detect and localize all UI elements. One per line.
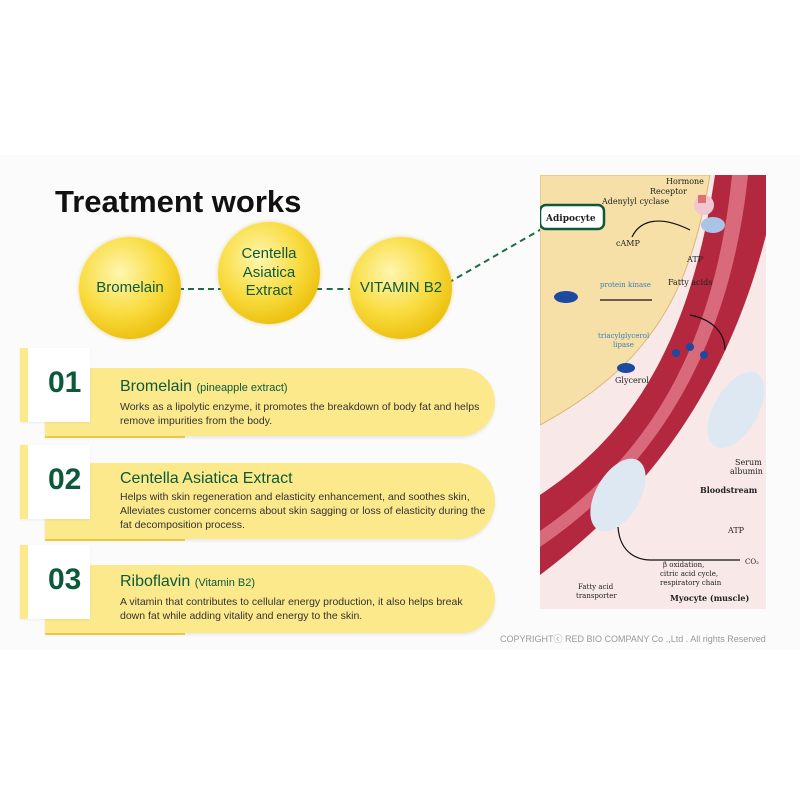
- svg-text:CO₂: CO₂: [745, 558, 759, 566]
- item-name: Riboflavin: [120, 573, 191, 590]
- svg-text:Hormone: Hormone: [666, 177, 704, 186]
- svg-text:Myocyte (muscle): Myocyte (muscle): [670, 593, 750, 603]
- list-item: 03 Riboflavin (Vitamin B2) A vitamin tha…: [20, 545, 495, 637]
- svg-text:ATP: ATP: [727, 526, 745, 535]
- ingredient-circle-vitamin-b2: VITAMIN B2: [350, 237, 452, 339]
- ingredient-label: VITAMIN B2: [359, 278, 443, 296]
- svg-text:Receptor: Receptor: [650, 187, 687, 196]
- svg-text:ATP: ATP: [686, 255, 704, 264]
- copyright-text: COPYRIGHTⓒ RED BIO COMPANY Co .,Ltd . Al…: [500, 634, 766, 644]
- adipocyte-label-box: [540, 203, 606, 231]
- item-note: (pineapple extract): [196, 382, 288, 394]
- ingredient-label: Bromelain: [96, 278, 164, 296]
- ingredient-circle-bromelain: Bromelain: [79, 237, 181, 339]
- connector-line: [316, 288, 354, 290]
- svg-text:Adenylyl cyclase: Adenylyl cyclase: [601, 197, 669, 206]
- item-name: Bromelain: [120, 378, 193, 395]
- arrows: [600, 220, 740, 561]
- item-name: Centella Asiatica Extract: [120, 470, 293, 487]
- item-description: Helps with skin regeneration and elastic…: [120, 491, 486, 532]
- svg-text:Glycerol: Glycerol: [615, 376, 649, 385]
- diagram-labels: Hormone Receptor Adenylyl cyclase Adipoc…: [545, 177, 763, 603]
- svg-text:Fatty acids: Fatty acids: [668, 278, 712, 287]
- number-box: [20, 348, 90, 422]
- svg-text:cAMP: cAMP: [616, 239, 640, 248]
- svg-text:triacylglycerol: triacylglycerol: [598, 332, 650, 340]
- ingredient-circle-centella: Centella Asiatica Extract: [218, 222, 320, 324]
- svg-text:transporter: transporter: [576, 592, 617, 600]
- list-item: 02 Centella Asiatica Extract Helps with …: [20, 445, 495, 545]
- item-number: 03: [48, 563, 82, 596]
- svg-text:protein kinase: protein kinase: [600, 281, 651, 289]
- number-box: [20, 545, 90, 619]
- item-card: [45, 565, 495, 633]
- item-description: A vitamin that contributes to cellular e…: [120, 596, 463, 623]
- svg-text:Adipocyte: Adipocyte: [545, 214, 596, 224]
- item-number: 01: [48, 366, 82, 399]
- lipolysis-diagram: Hormone Receptor Adenylyl cyclase Adipoc…: [540, 175, 766, 609]
- svg-text:citric acid cycle,: citric acid cycle,: [660, 570, 718, 578]
- item-card: [45, 463, 495, 539]
- item-note: (Vitamin B2): [194, 577, 256, 589]
- svg-text:lipase: lipase: [613, 341, 634, 349]
- connector-line: [178, 288, 224, 290]
- triglyceride-icon: [554, 291, 578, 303]
- page-title: Treatment works: [55, 184, 302, 219]
- item-number: 02: [48, 463, 82, 496]
- svg-text:albumin: albumin: [730, 467, 763, 476]
- list-item: 01 Bromelain (pineapple extract) Works a…: [20, 348, 495, 440]
- item-card: [45, 368, 495, 436]
- svg-text:Bloodstream: Bloodstream: [700, 485, 758, 495]
- ingredient-label: Centella Asiatica Extract: [241, 244, 297, 300]
- number-box: [20, 445, 90, 519]
- svg-text:Fatty acid: Fatty acid: [578, 583, 614, 591]
- svg-text:β oxidation,: β oxidation,: [663, 561, 704, 569]
- item-description: Works as a lipolytic enzyme, it promotes…: [120, 401, 480, 428]
- svg-text:Serum: Serum: [735, 458, 762, 467]
- svg-text:respiratory chain: respiratory chain: [660, 579, 722, 587]
